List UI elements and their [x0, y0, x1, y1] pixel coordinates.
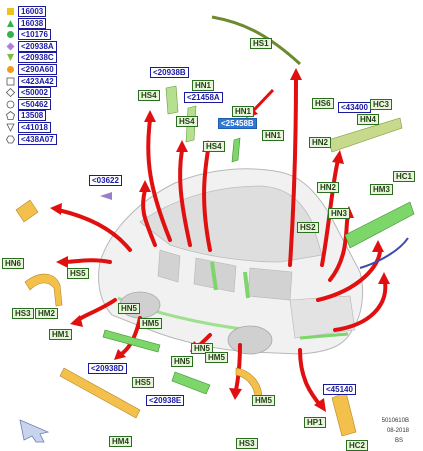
square-yellow-icon [7, 8, 14, 15]
pillar-trim-part [165, 85, 179, 115]
clip-part [100, 192, 112, 200]
callout-hn1-right[interactable]: HN1 [262, 130, 285, 141]
callout-hn1-mid[interactable]: HN1 [232, 106, 255, 117]
callout-20938e[interactable]: <20938E [146, 395, 185, 406]
legend-code[interactable]: 13508 [18, 110, 47, 122]
hexagon-outline-icon [6, 135, 15, 143]
circle-orange-icon [7, 65, 14, 73]
legend-code[interactable]: <50002 [18, 87, 51, 99]
mud-flap-part [331, 391, 357, 437]
triangle-down-outline-icon [6, 123, 15, 132]
legend-code[interactable]: <10176 [18, 29, 51, 41]
callout-hm5-a[interactable]: HM5 [139, 318, 162, 329]
callout-45140[interactable]: <45140 [323, 384, 356, 395]
callout-hn1-top[interactable]: HN1 [192, 80, 215, 91]
drawing-date: 08-2018 [386, 428, 409, 434]
callout-hs6[interactable]: HS6 [312, 98, 334, 109]
tailgate-trim-part [327, 117, 403, 153]
callout-21458a[interactable]: <21458A [184, 92, 223, 103]
callout-hn3[interactable]: HN3 [328, 208, 351, 219]
pentagon-outline-icon [6, 111, 15, 121]
rear-moulding-part [359, 237, 409, 269]
callout-hs5-bottom[interactable]: HS5 [132, 377, 154, 388]
door-trim-part [171, 371, 211, 395]
callout-hm1[interactable]: HM1 [49, 329, 72, 340]
callout-hn2-a[interactable]: HN2 [309, 137, 332, 148]
callout-43400[interactable]: <43400 [338, 102, 371, 113]
callout-hs1[interactable]: HS1 [250, 38, 272, 49]
parts [15, 15, 415, 437]
mirror-part [15, 199, 39, 223]
triangle-down-green-icon [7, 54, 14, 62]
wheel-arch-part [24, 273, 63, 307]
callout-hs4-a[interactable]: HS4 [138, 90, 160, 101]
legend-code[interactable]: <41018 [18, 121, 51, 133]
rear-wheel-arch-part [235, 367, 263, 399]
car-body [98, 168, 364, 355]
callout-hs3-left[interactable]: HS3 [12, 308, 34, 319]
selection-arrow [250, 88, 275, 114]
callout-hc1[interactable]: HC1 [393, 171, 416, 182]
callout-hc3[interactable]: HC3 [370, 99, 393, 110]
callout-hn5-a[interactable]: HN5 [118, 303, 141, 314]
callout-hs4-b[interactable]: HS4 [176, 116, 198, 127]
callout-hn2-b[interactable]: HN2 [317, 182, 340, 193]
callout-hs2[interactable]: HS2 [297, 222, 319, 233]
callout-hs3-bottom[interactable]: HS3 [236, 438, 258, 449]
callout-hm4[interactable]: HM4 [109, 436, 132, 447]
callout-hm5-c[interactable]: HM5 [252, 395, 275, 406]
legend-code[interactable]: 16003 [18, 6, 47, 17]
callout-20938b[interactable]: <20938B [150, 67, 189, 78]
legend-code[interactable]: <423A42 [18, 75, 57, 87]
legend-code[interactable]: <20938A [18, 40, 57, 52]
triangle-green-icon [7, 19, 14, 27]
callout-25458b-selected[interactable]: <25458B [218, 118, 257, 129]
callout-hm3[interactable]: HM3 [370, 184, 393, 195]
circle-green-icon [7, 31, 14, 39]
legend-code[interactable]: <290A60 [18, 63, 57, 75]
callout-hn5-c[interactable]: HN5 [171, 356, 194, 367]
legend-code[interactable]: <20938C [18, 52, 57, 64]
callout-hm2[interactable]: HM2 [35, 308, 58, 319]
drawing-author: BS [394, 438, 403, 444]
callout-03622[interactable]: <03622 [89, 175, 122, 186]
callout-hp1[interactable]: HP1 [304, 417, 326, 428]
diamond-outline-icon [6, 88, 15, 98]
callout-hn4[interactable]: HN4 [357, 114, 380, 125]
callout-hm5-b[interactable]: HM5 [205, 352, 228, 363]
rocker-moulding-part [59, 367, 141, 419]
legend-code[interactable]: <50462 [18, 98, 51, 110]
pillar-trim-part-3 [231, 137, 241, 163]
callout-hc2[interactable]: HC2 [346, 440, 369, 451]
rear-bumper-trim-part [344, 201, 415, 249]
roof-moulding-part [211, 15, 302, 66]
view-direction-icon [19, 419, 50, 443]
diamond-purple-icon [6, 42, 15, 51]
legend-code[interactable]: <438A07 [18, 133, 57, 145]
callout-hs5-left[interactable]: HS5 [67, 268, 89, 279]
legend-code[interactable]: 16038 [18, 17, 47, 29]
drawing-code: 5010610B [381, 418, 409, 424]
circle-outline-icon [6, 100, 15, 109]
sill-trim-part [102, 329, 161, 353]
callout-hn6[interactable]: HN6 [2, 258, 25, 269]
square-outline-icon [6, 77, 15, 85]
callout-hs4-c[interactable]: HS4 [203, 141, 225, 152]
callout-hn5-b[interactable]: HN5 [191, 343, 214, 354]
callout-20938d[interactable]: <20938D [88, 363, 127, 374]
